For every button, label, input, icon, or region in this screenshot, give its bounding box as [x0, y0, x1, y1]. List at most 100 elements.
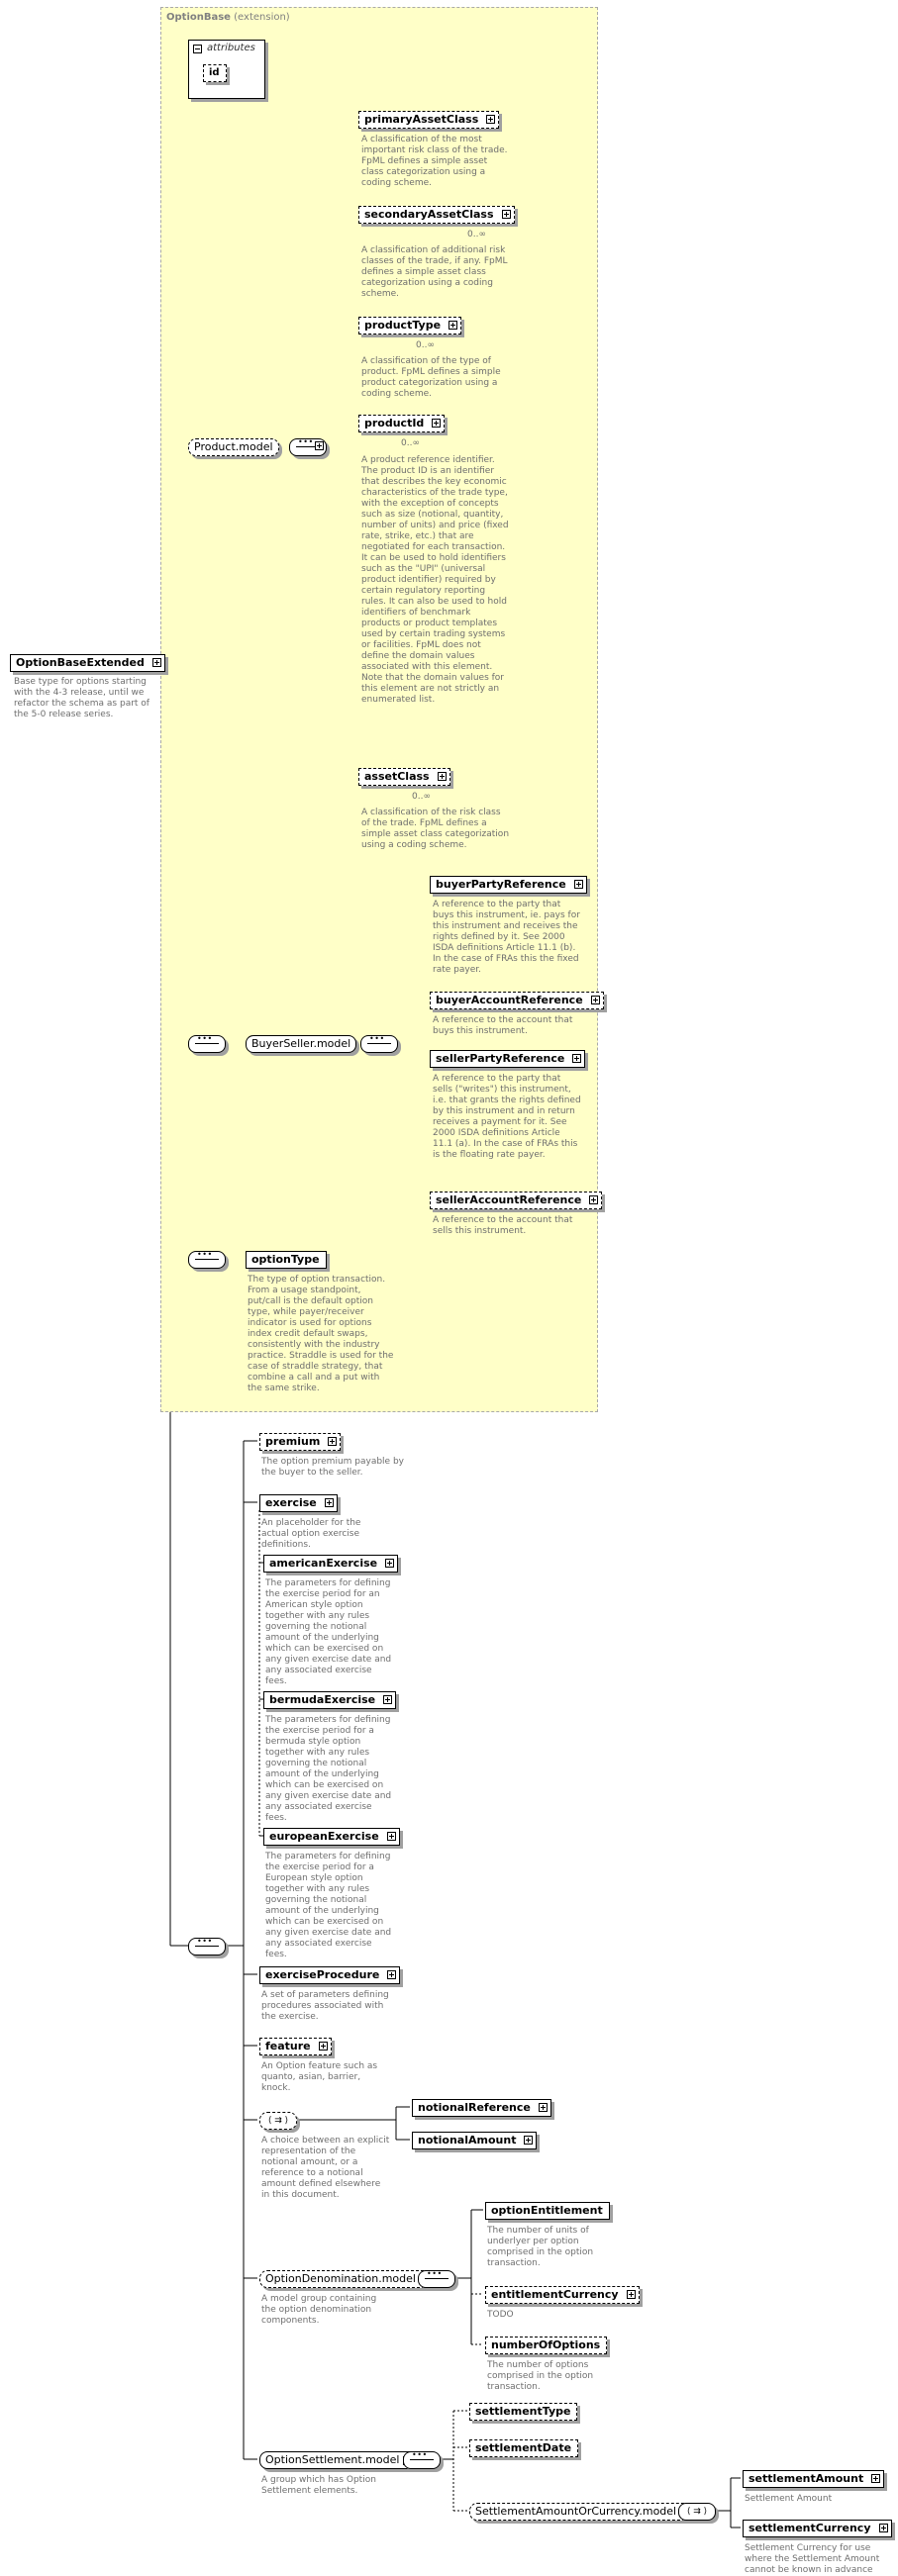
- expand-icon[interactable]: [449, 321, 458, 330]
- element-feature[interactable]: feature: [259, 2038, 332, 2055]
- expand-icon[interactable]: [590, 996, 600, 1004]
- element-description: The parameters for defining the exercise…: [265, 1578, 392, 1686]
- group-description: A group which has Option Settlement elem…: [261, 2475, 376, 2496]
- group-optiondenomination-model[interactable]: OptionDenomination.model: [259, 2270, 435, 2288]
- group-product-model[interactable]: Product.model: [188, 438, 279, 456]
- expand-icon[interactable]: [572, 1054, 582, 1063]
- element-notionalReference[interactable]: notionalReference: [412, 2099, 551, 2117]
- element-optionEntitlement[interactable]: optionEntitlement: [485, 2202, 610, 2220]
- element-americanExercise[interactable]: americanExercise: [263, 1555, 399, 1573]
- expand-icon[interactable]: [486, 115, 496, 124]
- element-description: A classification of the type of product.…: [361, 356, 501, 399]
- element-settlementType[interactable]: settlementType: [469, 2403, 578, 2421]
- expand-icon[interactable]: [589, 1195, 599, 1204]
- expand-icon[interactable]: [387, 1970, 397, 1979]
- group-settlementamountorcurrency-model[interactable]: SettlementAmountOrCurrency.model: [469, 2503, 696, 2521]
- cardinality-label: 0..∞: [412, 792, 431, 802]
- element-description: TODO: [487, 2310, 514, 2320]
- element-premium[interactable]: premium: [259, 1433, 342, 1451]
- element-sellerPartyReference[interactable]: sellerPartyReference: [430, 1050, 586, 1068]
- element-productType[interactable]: productType: [358, 317, 462, 334]
- element-description: An placeholder for the actual option exe…: [261, 1518, 361, 1550]
- element-europeanExercise[interactable]: europeanExercise: [263, 1828, 400, 1846]
- element-exercise[interactable]: exercise: [259, 1494, 338, 1512]
- expand-icon[interactable]: [386, 1832, 396, 1841]
- element-description: A reference to the party that buys this …: [433, 900, 580, 975]
- choice-description: A choice between an explicit representat…: [261, 2136, 390, 2200]
- element-primaryAssetClass[interactable]: primaryAssetClass: [358, 111, 500, 129]
- expand-icon[interactable]: [878, 2524, 888, 2532]
- element-sellerAccountReference[interactable]: sellerAccountReference: [430, 1192, 603, 1209]
- expand-icon[interactable]: [871, 2474, 881, 2483]
- element-secondaryAssetClass[interactable]: secondaryAssetClass: [358, 206, 515, 224]
- element-buyerAccountReference[interactable]: buyerAccountReference: [430, 992, 604, 1009]
- group-optionsettlement-model[interactable]: OptionSettlement.model: [259, 2451, 419, 2469]
- expand-icon[interactable]: [383, 1695, 393, 1704]
- element-buyerPartyReference[interactable]: buyerPartyReference: [430, 876, 587, 894]
- expand-icon[interactable]: [524, 2136, 534, 2145]
- element-description: A classification of the most important r…: [361, 135, 508, 188]
- element-description: A reference to the party that sells ("wr…: [433, 1074, 581, 1160]
- sequence-compositor-icon[interactable]: [188, 1937, 226, 1956]
- root-description: Base type for options starting with the …: [14, 677, 150, 719]
- expand-icon[interactable]: [324, 1498, 334, 1507]
- expand-icon[interactable]: [315, 441, 324, 450]
- extension-box: [160, 7, 598, 1412]
- element-settlementAmount[interactable]: settlementAmount: [743, 2470, 885, 2488]
- element-description: A product reference identifier. The prod…: [361, 455, 509, 705]
- element-productId[interactable]: productId: [358, 415, 446, 432]
- expand-icon[interactable]: [538, 2103, 548, 2112]
- extension-title: OptionBase (extension): [166, 12, 290, 23]
- element-description: A reference to the account that buys thi…: [433, 1015, 573, 1036]
- attributes-box[interactable]: attributes id: [188, 40, 265, 99]
- element-description: The number of units of underlyer per opt…: [487, 2226, 594, 2268]
- element-numberOfOptions[interactable]: numberOfOptions: [485, 2337, 608, 2354]
- expand-icon[interactable]: [328, 1437, 338, 1446]
- element-description: The option premium payable by the buyer …: [261, 1457, 404, 1478]
- collapse-icon[interactable]: [193, 45, 202, 53]
- sequence-compositor-icon[interactable]: [188, 1250, 226, 1269]
- attributes-label: attributes: [207, 43, 255, 53]
- sequence-compositor-icon[interactable]: [188, 1034, 226, 1053]
- expand-icon[interactable]: [432, 419, 442, 428]
- sequence-compositor-icon[interactable]: [403, 2450, 441, 2469]
- element-description: The parameters for defining the exercise…: [265, 1715, 392, 1823]
- element-description: A reference to the account that sells th…: [433, 1215, 573, 1236]
- group-description: A model group containing the option deno…: [261, 2294, 377, 2326]
- sequence-compositor-icon[interactable]: [360, 1034, 398, 1053]
- element-description: The parameters for defining the exercise…: [265, 1852, 392, 1959]
- element-settlementDate[interactable]: settlementDate: [469, 2439, 579, 2457]
- expand-icon[interactable]: [573, 880, 583, 889]
- element-entitlementCurrency[interactable]: entitlementCurrency: [485, 2286, 640, 2304]
- element-exerciseProcedure[interactable]: exerciseProcedure: [259, 1966, 401, 1984]
- expand-icon[interactable]: [385, 1559, 395, 1568]
- sequence-compositor-icon[interactable]: [418, 2269, 455, 2288]
- attribute-id[interactable]: id: [203, 64, 227, 82]
- cardinality-label: 0..∞: [467, 230, 486, 239]
- element-settlementCurrency[interactable]: settlementCurrency: [743, 2520, 892, 2537]
- expand-icon[interactable]: [626, 2290, 636, 2299]
- element-description: An Option feature such as quanto, asian,…: [261, 2061, 378, 2093]
- expand-icon[interactable]: [151, 658, 161, 667]
- element-description: Settlement Amount: [745, 2494, 833, 2504]
- choice-compositor-icon[interactable]: ⟨ ⇉ ⟩: [259, 2112, 297, 2130]
- element-description: The number of options comprised in the o…: [487, 2360, 594, 2392]
- group-buyerseller-model[interactable]: BuyerSeller.model: [246, 1035, 357, 1053]
- element-bermudaExercise[interactable]: bermudaExercise: [263, 1691, 397, 1709]
- expand-icon[interactable]: [501, 210, 511, 219]
- expand-icon[interactable]: [437, 772, 447, 781]
- choice-compositor-icon[interactable]: ⟨ ⇉ ⟩: [678, 2503, 716, 2521]
- root-element-OptionBaseExtended[interactable]: OptionBaseExtended: [10, 654, 165, 672]
- element-description: A classification of additional risk clas…: [361, 245, 508, 299]
- element-optionType[interactable]: optionType: [246, 1251, 327, 1269]
- element-notionalAmount[interactable]: notionalAmount: [412, 2132, 538, 2149]
- cardinality-label: 0..∞: [416, 340, 435, 350]
- element-description: A classification of the risk class of th…: [361, 808, 510, 850]
- element-description: The type of option transaction. From a u…: [248, 1275, 394, 1393]
- cardinality-label: 0..∞: [401, 438, 420, 448]
- element-assetClass[interactable]: assetClass: [358, 768, 450, 786]
- element-description: Settlement Currency for use where the Se…: [745, 2543, 880, 2575]
- expand-icon[interactable]: [318, 2042, 328, 2051]
- element-description: A set of parameters defining procedures …: [261, 1990, 389, 2022]
